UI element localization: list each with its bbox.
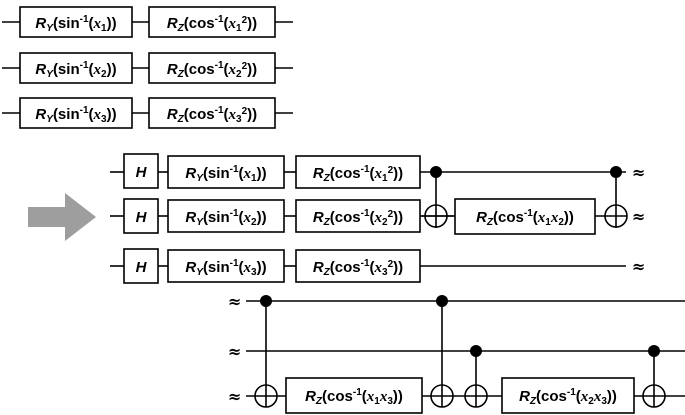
rz-gate	[148, 97, 276, 129]
hadamard-gate-label: H	[136, 164, 148, 181]
hadamard-gate	[123, 198, 159, 234]
control-dot	[430, 166, 442, 178]
rz-gate-label: RZ(cos-1(x12))	[313, 164, 403, 184]
hadamard-gate	[123, 153, 159, 189]
legend-circuit: RY(sin-1(x1)) RZ(cos-1(x12)) RY(sin-1(x2…	[2, 6, 293, 129]
rz-gate-label: RZ(cos-1(x12))	[167, 14, 257, 34]
hadamard-gate-label: H	[136, 259, 148, 276]
wire-continuation-icon: ≈	[632, 257, 645, 276]
wire-continuation-icon: ≈	[228, 387, 241, 406]
rz-entangler-gate	[285, 377, 423, 414]
rz-gate-label: RZ(cos-1(x22))	[313, 208, 403, 228]
wire-continuation-icon: ≈	[632, 163, 645, 182]
ry-gate-label: RY(sin-1(x1))	[185, 164, 266, 184]
control-dot	[610, 166, 622, 178]
rz-gate-label: RZ(cos-1(x32))	[167, 105, 257, 125]
continuation-circuit: ≈ ≈ ≈ RZ(cos-1(x1x3))	[228, 292, 685, 414]
control-dot	[436, 295, 448, 307]
ry-gate	[19, 52, 133, 84]
control-dot	[260, 295, 272, 307]
rz-gate	[148, 6, 276, 38]
rz-gate-label: RZ(cos-1(x32))	[313, 258, 403, 278]
ry-gate-label: RY(sin-1(x3))	[35, 105, 116, 125]
wire-continuation-icon: ≈	[228, 342, 241, 361]
hadamard-gate	[123, 248, 159, 284]
main-circuit: H H H RY(sin-1(x1)) RY(sin-1(x2)) RY(sin…	[110, 153, 645, 284]
ry-gate	[19, 6, 133, 38]
rz-gate-label: RZ(cos-1(x22))	[167, 60, 257, 80]
ry-gate	[167, 199, 285, 233]
control-dot	[648, 345, 660, 357]
right-arrow-icon	[28, 193, 96, 241]
ry-gate	[167, 155, 285, 189]
ry-gate	[167, 249, 285, 283]
wire-continuation-icon: ≈	[632, 207, 645, 226]
rz-entangler-label: RZ(cos-1(x2x3))	[519, 387, 617, 407]
rz-gate	[295, 155, 421, 189]
rz-gate	[148, 52, 276, 84]
ry-gate-label: RY(sin-1(x1))	[35, 14, 116, 34]
rz-gate	[295, 249, 421, 283]
rz-entangler-gate	[501, 377, 635, 414]
hadamard-gate-label: H	[136, 209, 148, 226]
ry-gate	[19, 97, 133, 129]
control-dot	[470, 345, 482, 357]
ry-gate-label: RY(sin-1(x2))	[185, 208, 266, 228]
rz-entangler-label: RZ(cos-1(x1x2))	[476, 208, 574, 228]
rz-entangler-label: RZ(cos-1(x1x3))	[305, 387, 403, 407]
ry-gate-label: RY(sin-1(x3))	[185, 258, 266, 278]
wire-continuation-icon: ≈	[228, 292, 241, 311]
rz-entangler-gate	[454, 198, 596, 235]
ry-gate-label: RY(sin-1(x2))	[35, 60, 116, 80]
